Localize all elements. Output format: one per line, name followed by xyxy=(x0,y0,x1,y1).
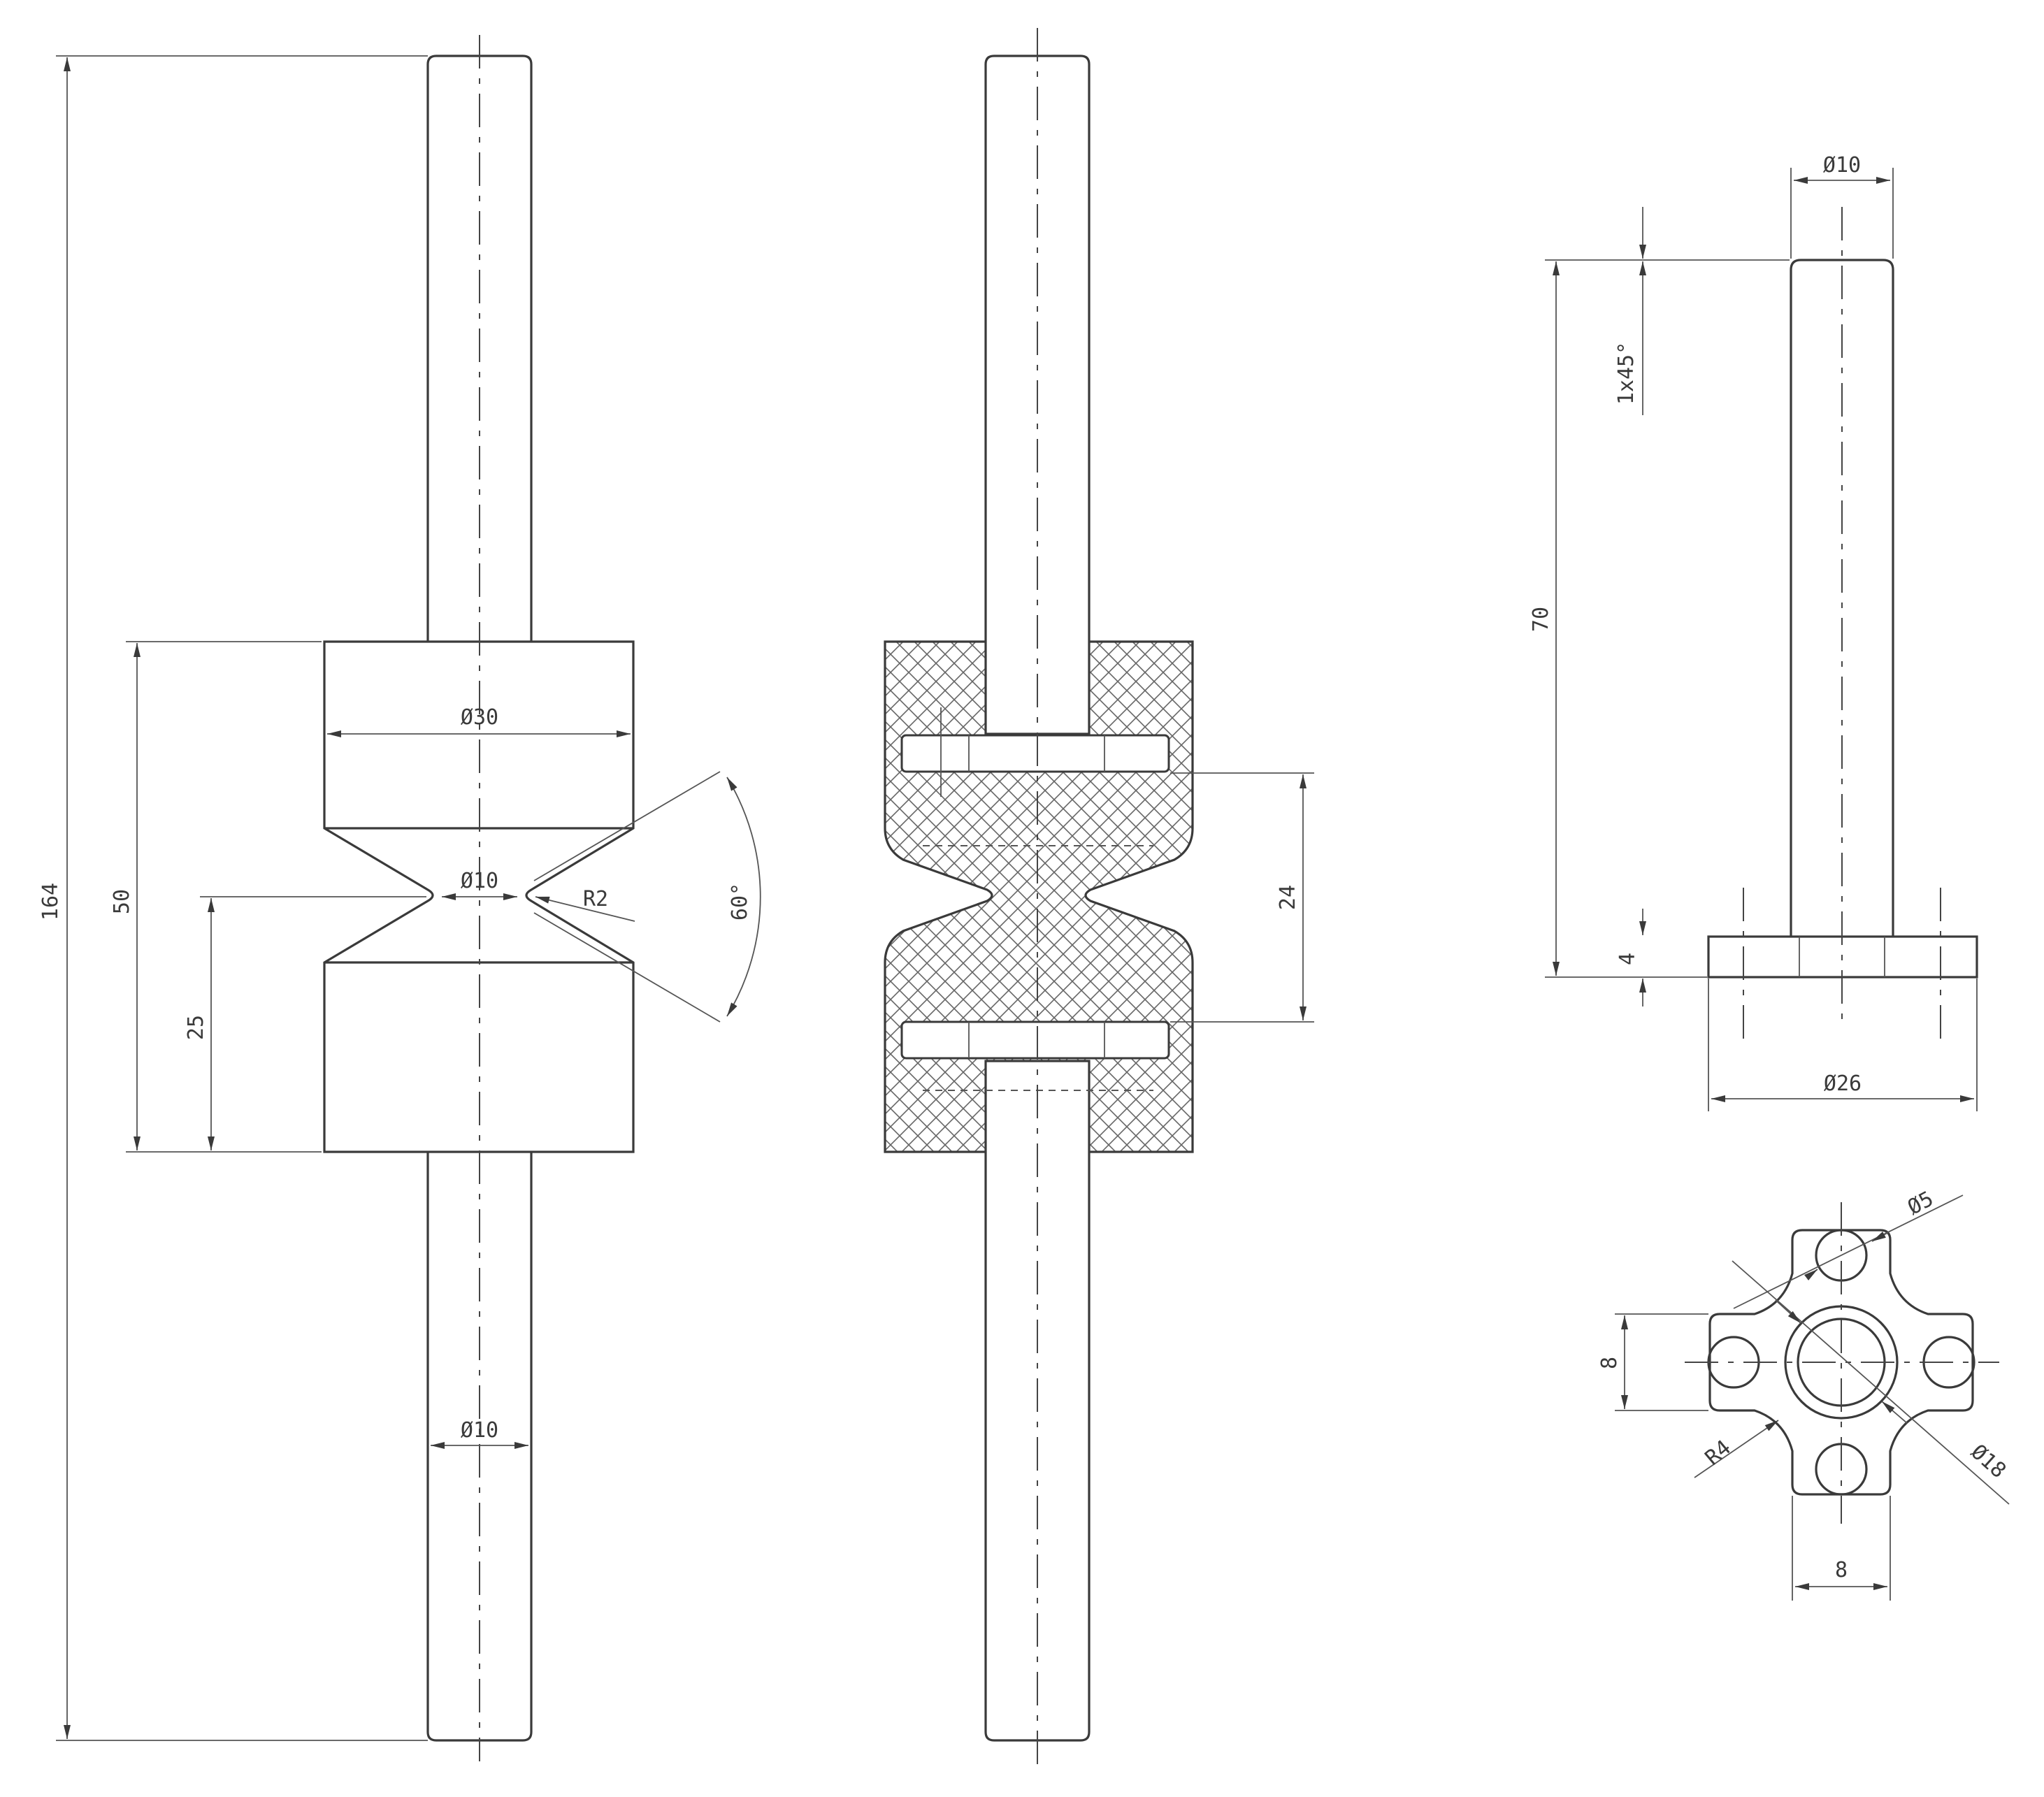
front-view xyxy=(323,35,635,1761)
front-body-outline xyxy=(323,640,635,1153)
head-diameter-label: Ø26 xyxy=(1824,1071,1862,1096)
body-diameter-label: Ø30 xyxy=(461,705,498,730)
shaft-diameter-label: Ø10 xyxy=(461,1418,498,1443)
section-lower-pin xyxy=(900,1020,1170,1060)
half-height-label: 25 xyxy=(184,1015,208,1040)
groove-angle-label: 60° xyxy=(728,883,752,921)
hole-diameter-label: Ø5 xyxy=(1903,1187,1937,1220)
plate-view xyxy=(1685,1202,1999,1524)
section-upper-pin xyxy=(900,734,1170,773)
section-dimensions: 24 xyxy=(1170,772,1314,1023)
section-view xyxy=(884,28,1194,1768)
pin-spacing-label: 24 xyxy=(1276,885,1300,910)
head-thickness-label: 4 xyxy=(1615,953,1640,965)
pin-body xyxy=(1790,259,1894,937)
plate-outline xyxy=(1708,1229,1974,1496)
pin-view xyxy=(1707,207,1978,1041)
corner-radius-label: R4 xyxy=(1701,1436,1736,1471)
front-dimensions: 164 50 25 Ø30 Ø10 R2 60° Ø10 xyxy=(38,55,761,1741)
pin-length-label: 70 xyxy=(1529,607,1553,632)
lobe-width-v-label: 8 xyxy=(1597,1357,1622,1369)
plate-dimensions: Ø5 Ø18 R4 8 8 xyxy=(1597,1187,2010,1601)
neck-radius-label: R2 xyxy=(583,887,608,911)
pin-diameter-label: Ø10 xyxy=(1823,153,1861,178)
body-height-label: 50 xyxy=(110,889,134,914)
pin-dimensions: Ø10 70 1x45° 4 Ø26 xyxy=(1529,153,1978,1111)
chamfer-label: 1x45° xyxy=(1614,342,1639,405)
center-diameter-label: Ø18 xyxy=(1966,1440,2011,1483)
overall-length-label: 164 xyxy=(38,883,63,921)
neck-diameter-label: Ø10 xyxy=(461,869,498,893)
lobe-width-h-label: 8 xyxy=(1835,1558,1848,1582)
